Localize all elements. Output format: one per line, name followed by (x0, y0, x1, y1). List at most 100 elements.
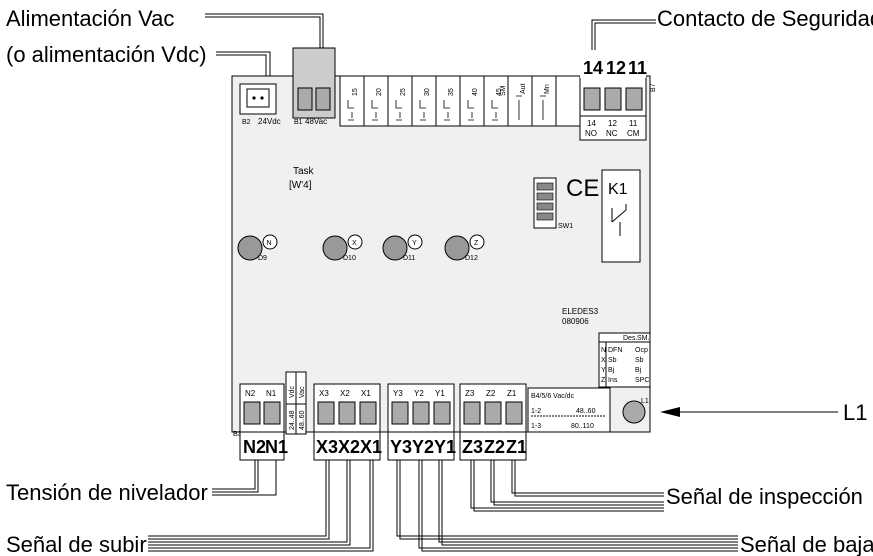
terminal-small-label: Z1 (507, 389, 517, 398)
terminal-label: X3 (316, 437, 338, 457)
safety-top-label: 14 (583, 58, 603, 78)
n-terminal-block: N2 N1 N2 N1 (239, 383, 288, 461)
callout-contacto-seguridad: Contacto de Seguridad (657, 6, 873, 31)
b1-label: B1 (294, 119, 303, 126)
safety-type: NO (585, 129, 597, 138)
legend-key: Z (601, 377, 606, 384)
terminal-small-label: X3 (319, 389, 329, 398)
led-n: N D9 (237, 234, 278, 262)
arrow-icon (660, 407, 680, 417)
k1-relay: K1 (601, 169, 641, 263)
v24dc-label: 24Vdc (258, 117, 281, 126)
callout-senal-bajar: Señal de bajar (740, 532, 873, 556)
legend-cell: Ins (608, 377, 618, 384)
voltage-range-table: B4/5/6 Vac/dc 1-2 48..60 1-3 80..110 (527, 387, 611, 433)
selector-label: Vdc (289, 385, 296, 398)
terminal-small-label: Z3 (465, 389, 475, 398)
range-key: 1-2 (531, 408, 541, 415)
safety-type: CM (627, 129, 640, 138)
legend-cell: DFN (608, 347, 622, 354)
led-id: D10 (343, 255, 356, 262)
terminal-small-label: X1 (361, 389, 371, 398)
b7-label: B7 (650, 83, 657, 92)
terminal-small-label: Z2 (486, 389, 496, 398)
dip-label: SM (500, 85, 507, 96)
dip-label: 25 (400, 88, 407, 96)
safety-top-label: 11 (628, 58, 647, 78)
range-key: 1-3 (531, 423, 541, 430)
callout-senal-inspeccion: Señal de inspección (666, 484, 863, 509)
terminal-small-label: N2 (245, 389, 256, 398)
legend-header: Des. (623, 335, 637, 342)
legend-cell: Sb (608, 357, 617, 364)
k1-label: K1 (608, 181, 628, 198)
terminal-label: X1 (360, 437, 382, 457)
selector-value: 24..48 (289, 410, 296, 430)
dip-label: Aut (520, 83, 527, 94)
terminal-small-label: Y2 (414, 389, 424, 398)
terminal-small-label: Y3 (393, 389, 403, 398)
dip-label: 40 (472, 88, 479, 96)
dip-label: Mn (544, 84, 551, 94)
z-terminal-block: Z3 Z2 Z1 Z3 Z2 Z1 (459, 383, 527, 461)
led-label: Z (474, 240, 479, 247)
terminal-label: Z2 (484, 437, 505, 457)
terminal-small-label: X2 (340, 389, 350, 398)
led-label: Y (412, 240, 417, 247)
terminal-small-label: N1 (266, 389, 277, 398)
selector-label: Vac (299, 386, 306, 398)
b1-terminal (297, 87, 313, 111)
vdc-vac-selector: Vdc Vac 24..48 48..60 (285, 371, 307, 435)
y-terminal-block: Y3 Y2 Y1 Y3 Y2 Y1 (387, 383, 456, 461)
led-y: Y D11 (382, 234, 423, 262)
terminal-label: Y3 (390, 437, 412, 457)
level-dip-switches: 15 20 25 30 35 40 45 SM Aut Mn (339, 75, 581, 127)
dip-label: 15 (352, 88, 359, 96)
dip-label: 45 (496, 88, 503, 96)
b2-pin-icon (260, 96, 264, 100)
terminal-small-label: Y1 (435, 389, 445, 398)
mode-legend-table: Des. SM. N DFN Ocp X Sb Sb Y Bj Bj Z Ins… (598, 332, 651, 388)
leader-lines (148, 13, 838, 552)
led-id: D9 (258, 255, 267, 262)
legend-key: Y (601, 367, 606, 374)
led-label: N (267, 240, 272, 247)
model-date: 080906 (562, 317, 589, 326)
dip-label: 20 (376, 88, 383, 96)
b2-label: B2 (242, 119, 251, 126)
terminal-label: Z3 (462, 437, 483, 457)
b3-label: B3 (233, 431, 242, 438)
x-terminal-block: X3 X2 X1 X3 X2 X1 (313, 383, 382, 461)
safety-num: 14 (587, 119, 596, 128)
terminal-label: N2 (243, 437, 266, 457)
range-title: B4/5/6 Vac/dc (531, 393, 575, 400)
terminal-label: N1 (265, 437, 288, 457)
l1-small-label: L1 (641, 398, 649, 405)
model-label: ELEDES3 (562, 307, 599, 316)
terminal-label: Y1 (434, 437, 456, 457)
sw1-switch: SW1 (533, 177, 573, 230)
legend-cell: Sb (635, 357, 644, 364)
safety-contact-block: 14 12 11 14 12 11 NO NC CM B7 (579, 48, 657, 141)
b2-socket (246, 88, 270, 108)
selector-value: 48..60 (299, 410, 306, 430)
dip-label: 30 (424, 88, 431, 96)
callout-l1: L1 (843, 400, 867, 425)
b1-terminal (315, 87, 331, 111)
legend-header: SM. (637, 335, 650, 342)
ce-mark-icon: CE (566, 175, 599, 202)
dip-label: 35 (448, 88, 455, 96)
led-label: X (352, 240, 357, 247)
safety-num: 11 (629, 119, 638, 128)
b2-pin-icon (252, 96, 256, 100)
callout-alimentacion-vdc: (o alimentación Vdc) (6, 42, 207, 67)
terminal-label: Y2 (412, 437, 434, 457)
led-z: Z D12 (444, 234, 485, 262)
task-label: Task (293, 166, 315, 177)
safety-top-label: 12 (606, 58, 626, 78)
callout-tension-nivelador: Tensión de nivelador (6, 480, 208, 505)
task-code: [W'4] (289, 180, 312, 191)
led-id: D11 (403, 255, 415, 262)
l1-fuse-icon (622, 400, 646, 424)
